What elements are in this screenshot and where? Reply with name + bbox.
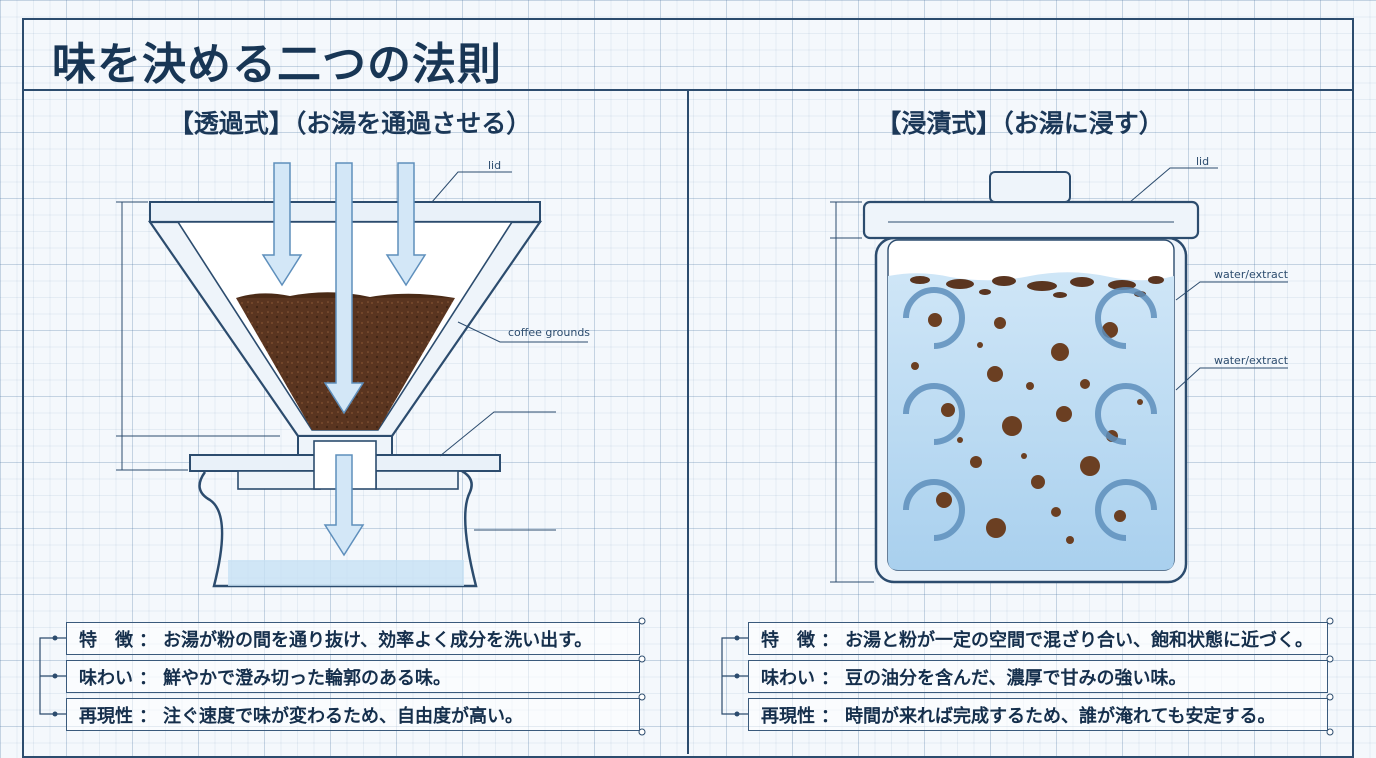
callout-coffee-grounds: coffee grounds <box>508 326 590 339</box>
left-note-reproducibility: 再現性：注ぐ速度で味が変わるため、自由度が高い。 <box>66 698 640 731</box>
arrow-down-icon <box>385 162 427 287</box>
carafe-water <box>228 560 464 586</box>
circulation-icons <box>903 287 1157 541</box>
dimension-lines <box>116 201 280 471</box>
callout-water-extract-2: water/extract <box>1214 354 1289 367</box>
immersion-diagram: lid water/extract water/extract <box>830 155 1289 584</box>
arrow-down-icon <box>323 162 365 415</box>
circulation-icon <box>1095 383 1157 445</box>
left-note-taste: 味わい：鮮やかで澄み切った輪郭のある味。 <box>66 660 640 693</box>
note-text: 注ぐ速度で味が変わるため、自由度が高い。 <box>163 705 523 727</box>
note-label: 再現性 <box>79 705 133 727</box>
arrow-down-icon <box>261 162 303 287</box>
note-text: お湯が粉の間を通り抜け、効率よく成分を洗い出す。 <box>163 629 593 651</box>
callout-lid: lid <box>488 159 501 172</box>
note-label: 味わい <box>79 667 133 689</box>
note-label: 特 徴 <box>79 629 133 651</box>
note-label: 再現性 <box>761 705 815 727</box>
left-note-feature: 特 徴：お湯が粉の間を通り抜け、効率よく成分を洗い出す。 <box>66 622 640 655</box>
circulation-icon <box>903 383 965 445</box>
note-label: 味わい <box>761 667 815 689</box>
note-text: 鮮やかで澄み切った輪郭のある味。 <box>163 667 451 689</box>
callout-water-extract-1: water/extract <box>1214 268 1289 281</box>
suspended-grounds <box>911 313 1143 544</box>
panel-divider <box>687 89 689 754</box>
note-text: お湯と粉が一定の空間で混ざり合い、飽和状態に近づく。 <box>845 629 1313 651</box>
right-note-taste: 味わい：豆の油分を含んだ、濃厚で甘みの強い味。 <box>748 660 1328 693</box>
flow-arrows <box>261 162 427 557</box>
dripper-diagram: lid coffee grounds <box>116 159 590 588</box>
note-text: 豆の油分を含んだ、濃厚で甘みの強い味。 <box>845 667 1187 689</box>
container-lid <box>862 200 1200 240</box>
page-title: 味を決める二つの法則 <box>52 39 502 90</box>
callout-lid: lid <box>1196 155 1209 168</box>
left-heading: 【透過式】（お湯を通過させる） <box>168 109 532 138</box>
right-note-feature: 特 徴：お湯と粉が一定の空間で混ざり合い、飽和状態に近づく。 <box>748 622 1328 655</box>
circulation-icon <box>1095 479 1157 541</box>
arrow-down-icon <box>323 454 365 557</box>
right-note-reproducibility: 再現性：時間が来れば完成するため、誰が淹れても安定する。 <box>748 698 1328 731</box>
lid-knob <box>989 171 1071 203</box>
note-text: 時間が来れば完成するため、誰が淹れても安定する。 <box>845 705 1276 727</box>
right-heading: 【浸漬式】（お湯に浸す） <box>876 109 1164 138</box>
note-label: 特 徴 <box>761 629 815 651</box>
circulation-icon <box>903 479 965 541</box>
circulation-icon <box>903 287 965 349</box>
circulation-icon <box>1095 287 1157 349</box>
